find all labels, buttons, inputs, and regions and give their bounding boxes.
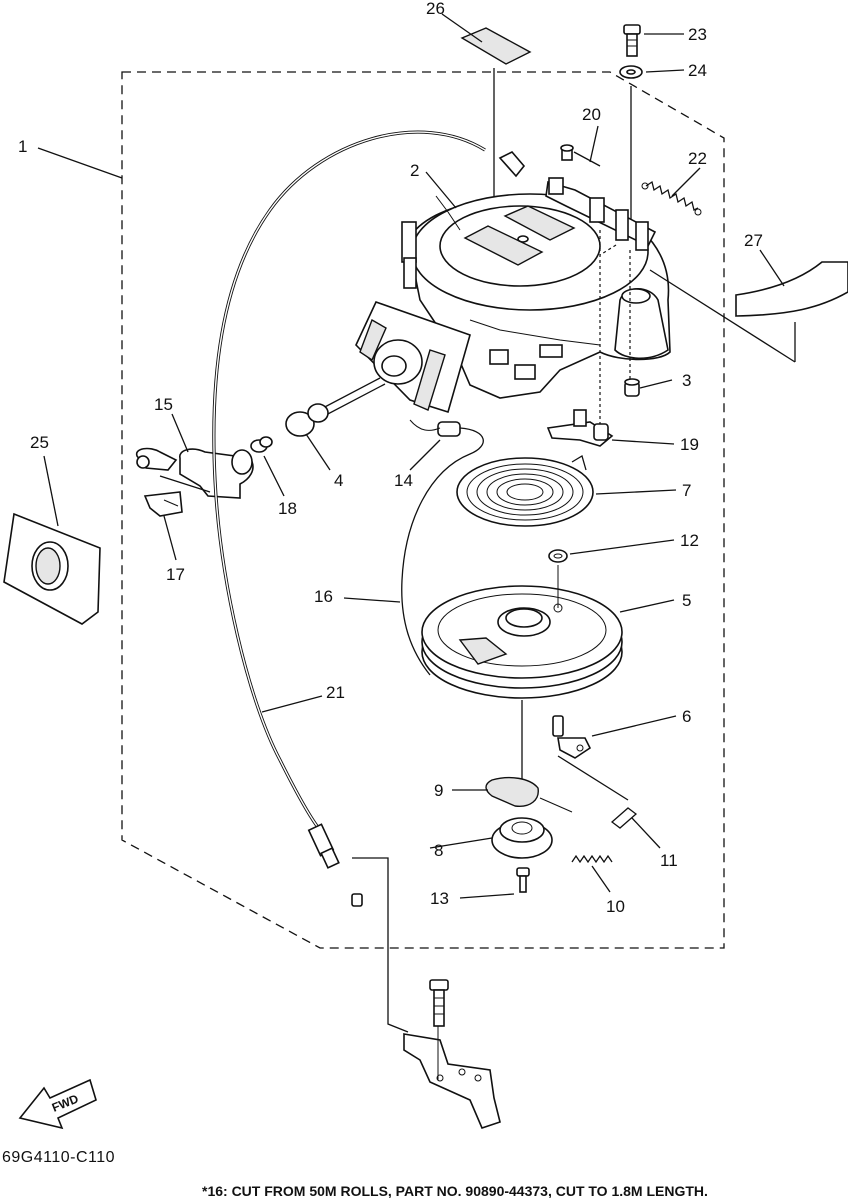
part-5-pulley xyxy=(421,565,623,780)
callout-7: 7 xyxy=(682,481,691,500)
callout-9: 9 xyxy=(434,781,443,800)
callout-25: 25 xyxy=(30,433,49,452)
leader-lines xyxy=(37,13,785,899)
part-9-friction-plate xyxy=(485,776,573,813)
drawing-code: 69G4110-C110 xyxy=(2,1149,115,1166)
callout-12: 12 xyxy=(680,531,699,550)
part-18-grommet xyxy=(250,436,273,453)
callout-19: 19 xyxy=(680,435,699,454)
part-12-circlip xyxy=(548,549,568,563)
callout-14: 14 xyxy=(394,471,413,490)
part-22-spring xyxy=(641,180,702,216)
part-7-spiral-spring xyxy=(456,455,594,527)
part-10-spring xyxy=(571,854,613,864)
part-13-screw xyxy=(516,867,530,893)
part-2-starter-housing xyxy=(401,193,671,399)
callout-20: 20 xyxy=(582,105,601,124)
callout-26: 26 xyxy=(426,0,445,18)
assembly-boundary xyxy=(121,71,725,949)
callout-24: 24 xyxy=(688,61,707,80)
callout-22: 22 xyxy=(688,149,707,168)
mounting-bracket xyxy=(352,857,501,1129)
callout-11: 11 xyxy=(660,851,678,870)
part-27-label xyxy=(649,261,848,363)
callout-21: 21 xyxy=(326,683,345,702)
part-14-cable-guide xyxy=(409,419,461,437)
part-16-starter-rope xyxy=(401,427,484,676)
part-15-handle xyxy=(135,447,254,499)
part-11-return-spring xyxy=(610,807,638,829)
callout-17: 17 xyxy=(166,565,185,584)
callout-8: 8 xyxy=(434,841,443,860)
callout-10: 10 xyxy=(606,897,625,916)
part-25-grommet xyxy=(3,512,101,625)
part-19-lever xyxy=(546,409,614,447)
part-20-cable-clamp xyxy=(545,144,657,251)
callout-13: 13 xyxy=(430,889,449,908)
callout-3: 3 xyxy=(682,371,691,390)
footnote: *16: CUT FROM 50M ROLLS, PART NO. 90890-… xyxy=(202,1183,708,1198)
callout-4: 4 xyxy=(334,471,343,490)
fwd-arrow-icon: FWD xyxy=(18,1078,97,1130)
callout-18: 18 xyxy=(278,499,297,518)
callout-6: 6 xyxy=(682,707,691,726)
callout-2: 2 xyxy=(410,161,419,180)
part-17-clip xyxy=(143,491,183,517)
part-6-pawl xyxy=(552,715,629,801)
callout-15: 15 xyxy=(154,395,173,414)
callout-16: 16 xyxy=(314,587,333,606)
part-23-bolt xyxy=(623,24,641,57)
part-21-cable xyxy=(212,130,526,907)
callout-1: 1 xyxy=(18,137,27,156)
part-3-collar xyxy=(624,378,640,397)
callout-23: 23 xyxy=(688,25,707,44)
part-8-drive-plate xyxy=(491,817,553,859)
callout-5: 5 xyxy=(682,591,691,610)
callout-labels: 1 2 3 4 5 6 7 8 9 10 11 12 13 14 15 16 1… xyxy=(18,0,763,916)
part-4-knob-plate xyxy=(285,301,471,437)
callout-27: 27 xyxy=(744,231,763,250)
